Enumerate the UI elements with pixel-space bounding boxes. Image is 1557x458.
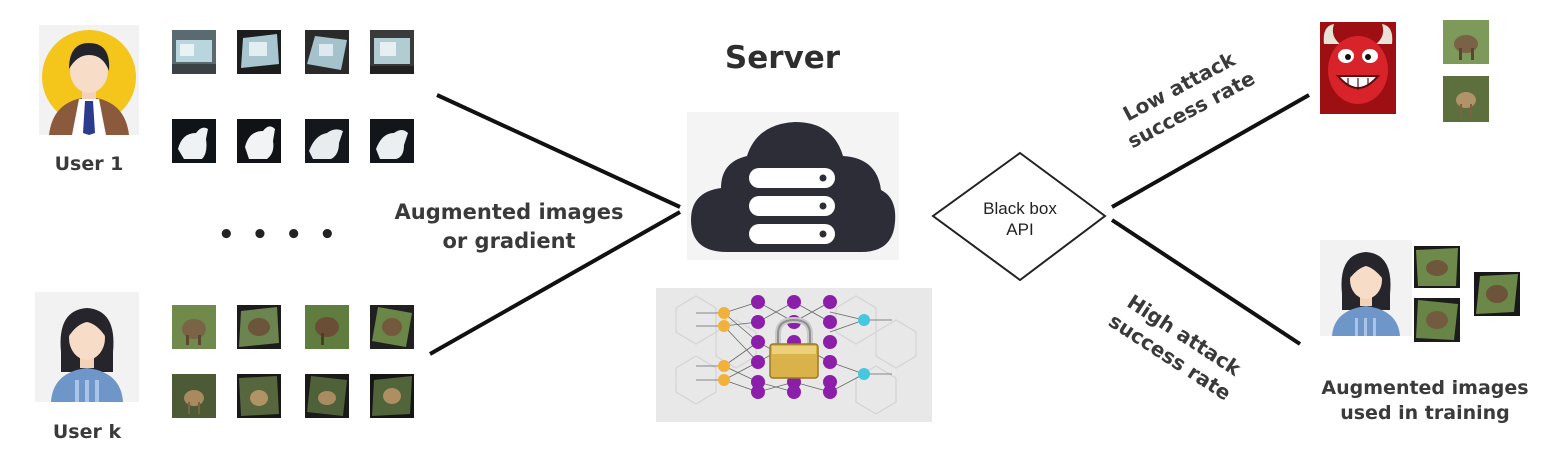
uplink-label-line2: or gradient bbox=[442, 229, 576, 253]
thumbnail-image bbox=[172, 30, 216, 74]
female-user-icon bbox=[1320, 240, 1412, 336]
training-caption: Augmented images used in training bbox=[1300, 376, 1550, 426]
uplink-label: Augmented images or gradient bbox=[380, 198, 638, 256]
api-diamond bbox=[931, 151, 1107, 282]
training-user-avatar bbox=[1320, 240, 1412, 336]
female-user-icon bbox=[35, 292, 139, 402]
thumbnail-image bbox=[305, 305, 349, 349]
api-label: Black box API bbox=[950, 198, 1090, 240]
training-caption-line2: used in training bbox=[1340, 402, 1510, 424]
server-title: Server bbox=[724, 40, 841, 76]
thumbnail-image bbox=[1414, 298, 1460, 342]
user-k-avatar bbox=[35, 292, 139, 402]
thumbnail-image bbox=[370, 374, 414, 418]
training-caption-line1: Augmented images bbox=[1321, 377, 1529, 399]
thumbnail-image bbox=[237, 30, 281, 74]
male-user-icon bbox=[39, 25, 139, 135]
uplink-line-bottom bbox=[429, 210, 681, 356]
thumbnail-image bbox=[1414, 246, 1460, 288]
locked-neural-network-icon bbox=[656, 288, 932, 422]
devil-attacker-icon bbox=[1320, 22, 1396, 114]
user-k-label: User k bbox=[52, 421, 122, 443]
user-1-label: User 1 bbox=[54, 153, 124, 175]
users-ellipsis: • • • • bbox=[218, 220, 340, 250]
outcome-line-low bbox=[1111, 93, 1310, 209]
uplink-line-top bbox=[436, 93, 681, 209]
server-cloud bbox=[687, 112, 899, 260]
thumbnail-image bbox=[237, 374, 281, 418]
attacker-avatar bbox=[1320, 22, 1396, 114]
thumbnail-image bbox=[237, 305, 281, 349]
thumbnail-image bbox=[1474, 272, 1520, 316]
thumbnail-image bbox=[172, 119, 216, 163]
thumbnail-image bbox=[370, 305, 414, 349]
api-label-line1: Black box bbox=[983, 199, 1057, 218]
attack-sample-image bbox=[1443, 20, 1489, 64]
attack-sample-image bbox=[1443, 76, 1489, 122]
user-1-avatar bbox=[39, 25, 139, 135]
api-label-line2: API bbox=[1006, 220, 1034, 239]
thumbnail-image bbox=[305, 374, 349, 418]
outcome-line-high bbox=[1110, 218, 1302, 346]
cloud-server-icon bbox=[687, 112, 899, 260]
locked-neural-network bbox=[656, 288, 932, 422]
thumbnail-image bbox=[237, 119, 281, 163]
thumbnail-image bbox=[305, 119, 349, 163]
thumbnail-image bbox=[305, 30, 349, 74]
thumbnail-image bbox=[370, 30, 414, 74]
thumbnail-image bbox=[172, 374, 216, 418]
thumbnail-image bbox=[172, 305, 216, 349]
thumbnail-image bbox=[370, 119, 414, 163]
uplink-label-line1: Augmented images bbox=[394, 200, 624, 224]
